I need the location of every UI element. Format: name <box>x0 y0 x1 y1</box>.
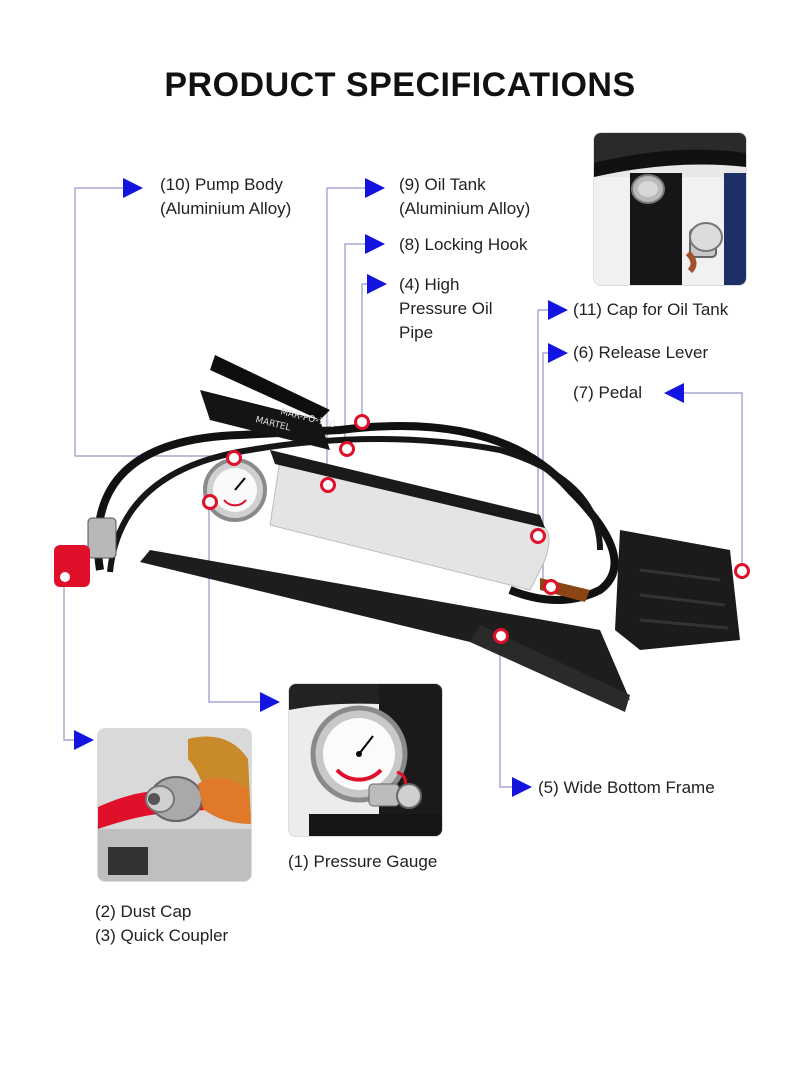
leader-release-lever <box>542 352 548 585</box>
foot-pump-illustration: MARTEL MAR-PO-700 <box>54 355 740 712</box>
arrow-pump-body-icon <box>123 178 143 198</box>
leader-wide-bottom-frame <box>499 635 512 788</box>
oil-tank-cap-illustration <box>594 133 746 285</box>
label-pump-body-material: (Aluminium Alloy) <box>160 199 292 218</box>
arrow-cap-oil-tank-icon <box>548 300 568 320</box>
label-high-pressure-1: (4) High <box>399 275 460 294</box>
pressure-gauge-illustration <box>289 684 442 836</box>
marker-cap-oil-tank <box>530 528 546 544</box>
page-title: PRODUCT SPECIFICATIONS <box>164 66 636 104</box>
detail-photo-oil-tank-cap <box>593 132 747 286</box>
arrow-oil-tank-icon <box>365 178 385 198</box>
arrow-dust-cap-icon <box>74 730 94 750</box>
marker-oil-tank <box>320 477 336 493</box>
arrow-wide-bottom-frame-icon <box>512 777 532 797</box>
label-quick-coupler: (3) Quick Coupler <box>95 926 229 945</box>
label-oil-tank: (9) Oil Tank <box>399 175 486 194</box>
label-locking-hook: (8) Locking Hook <box>399 235 528 254</box>
marker-wide-bottom-frame <box>493 628 509 644</box>
marker-dust-cap <box>57 569 73 585</box>
leader-high-pressure-pipe <box>361 283 367 422</box>
arrow-pedal-icon <box>664 383 684 403</box>
marker-locking-hook <box>339 441 355 457</box>
leader-dust-cap <box>63 576 74 741</box>
detail-photo-quick-coupler <box>97 728 252 882</box>
quick-coupler-illustration <box>98 729 251 881</box>
marker-pump-body <box>226 450 242 466</box>
arrow-high-pressure-pipe-icon <box>367 274 387 294</box>
label-release-lever: (6) Release Lever <box>573 343 709 362</box>
label-pressure-gauge: (1) Pressure Gauge <box>288 852 438 871</box>
arrow-locking-hook-icon <box>365 234 385 254</box>
label-cap-oil-tank: (11) Cap for Oil Tank <box>573 300 729 319</box>
label-dust-cap: (2) Dust Cap <box>95 902 192 921</box>
marker-high-pressure-pipe <box>354 414 370 430</box>
label-wide-bottom-frame: (5) Wide Bottom Frame <box>538 778 715 797</box>
label-high-pressure-3: Pipe <box>399 323 434 342</box>
arrow-pressure-gauge-icon <box>260 692 280 712</box>
marker-pedal <box>734 563 750 579</box>
detail-photo-pressure-gauge <box>288 683 443 837</box>
label-pump-body: (10) Pump Body <box>160 175 283 194</box>
marker-release-lever <box>543 579 559 595</box>
leader-locking-hook <box>344 243 365 455</box>
marker-pressure-gauge <box>202 494 218 510</box>
arrow-release-lever-icon <box>548 343 568 363</box>
leader-pedal <box>684 392 743 570</box>
label-pedal: (7) Pedal <box>573 383 642 402</box>
label-oil-tank-material: (Aluminium Alloy) <box>399 199 531 218</box>
leader-oil-tank <box>326 187 365 483</box>
label-high-pressure-2: Pressure Oil <box>399 299 493 318</box>
